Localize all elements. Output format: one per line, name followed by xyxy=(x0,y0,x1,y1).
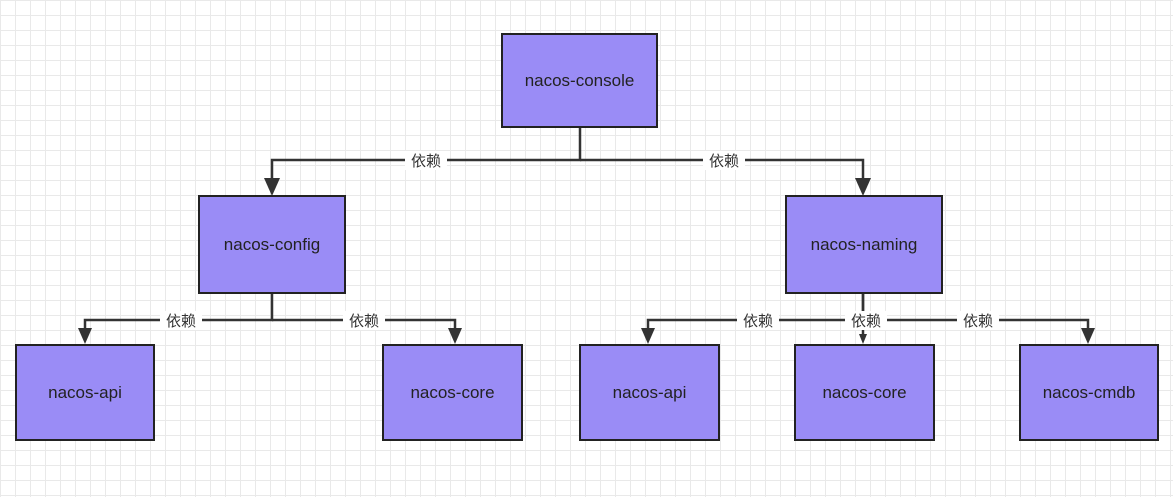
node-nacos-api-config[interactable]: nacos-api xyxy=(15,344,155,441)
edge-label-text: 依赖 xyxy=(166,312,196,330)
arrow-to-naming-core xyxy=(859,334,867,344)
node-nacos-console[interactable]: nacos-console xyxy=(501,33,658,128)
edge-label-text: 依赖 xyxy=(709,152,739,170)
arrow-to-config xyxy=(264,178,280,196)
edge-label-text: 依赖 xyxy=(851,312,881,330)
node-nacos-config[interactable]: nacos-config xyxy=(198,195,346,294)
arrow-to-naming-api xyxy=(641,328,655,344)
edge-label-text: 依赖 xyxy=(411,152,441,170)
edge-console-naming xyxy=(580,158,865,180)
node-label: nacos-core xyxy=(822,383,906,402)
edge-config-core xyxy=(272,318,457,330)
node-nacos-naming[interactable]: nacos-naming xyxy=(785,195,943,294)
edge-label-text: 依赖 xyxy=(963,312,993,330)
edge-label-text: 依赖 xyxy=(743,312,773,330)
edge-label-text: 依赖 xyxy=(349,312,379,330)
node-label: nacos-api xyxy=(613,383,687,402)
node-label: nacos-console xyxy=(525,71,635,90)
edge-label-console-config: 依赖 xyxy=(405,151,447,170)
node-label: nacos-config xyxy=(224,235,320,254)
arrow-to-naming-cmdb xyxy=(1081,328,1095,344)
node-label: nacos-cmdb xyxy=(1043,383,1136,402)
edge-label-naming-core: 依赖 xyxy=(845,311,887,330)
edge-label-console-naming: 依赖 xyxy=(703,151,745,170)
node-nacos-core-naming[interactable]: nacos-core xyxy=(794,344,935,441)
arrow-to-config-api xyxy=(78,328,92,344)
node-label: nacos-naming xyxy=(811,235,918,254)
edge-naming-cmdb xyxy=(863,318,1090,330)
edge-label-naming-api: 依赖 xyxy=(737,311,779,330)
edge-label-config-api: 依赖 xyxy=(160,311,202,330)
node-nacos-core-config[interactable]: nacos-core xyxy=(382,344,523,441)
node-nacos-cmdb[interactable]: nacos-cmdb xyxy=(1019,344,1159,441)
edge-label-naming-cmdb: 依赖 xyxy=(957,311,999,330)
node-nacos-api-naming[interactable]: nacos-api xyxy=(579,344,720,441)
edge-label-config-core: 依赖 xyxy=(343,311,385,330)
node-label: nacos-core xyxy=(410,383,494,402)
arrow-to-naming xyxy=(855,178,871,196)
arrow-to-config-core xyxy=(448,328,462,344)
node-label: nacos-api xyxy=(48,383,122,402)
